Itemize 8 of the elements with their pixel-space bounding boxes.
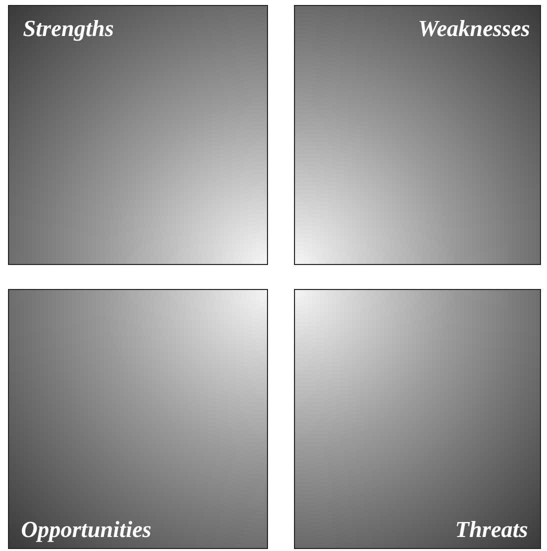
quadrant-panel	[294, 5, 541, 265]
quadrant-panel	[294, 289, 541, 549]
quadrant-title: Strengths	[23, 16, 114, 42]
quadrant-panel	[8, 289, 268, 549]
quadrant-title: Weaknesses	[418, 16, 530, 42]
quadrant-title: Opportunities	[21, 516, 152, 542]
quadrant-title: Threats	[455, 516, 528, 542]
quadrant-panel	[8, 5, 268, 265]
